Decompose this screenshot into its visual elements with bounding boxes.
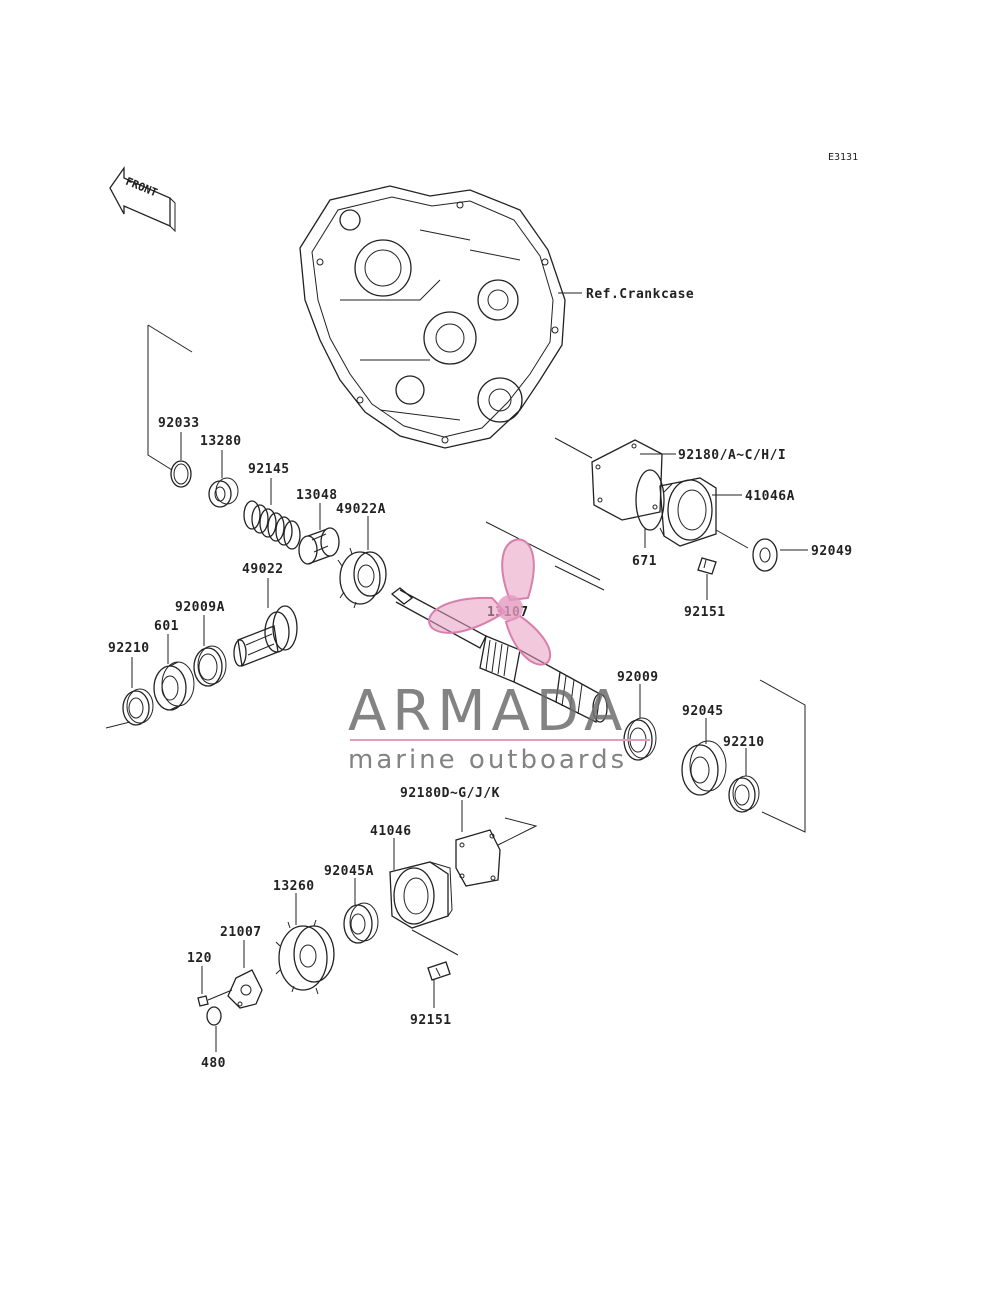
part-41046-housing[interactable] — [389, 861, 453, 929]
part-41046A-housing[interactable] — [659, 477, 717, 547]
part-92045A-bearing[interactable] — [343, 902, 379, 944]
label-92009A[interactable]: 92009A — [175, 600, 225, 615]
front-arrow-label: FRONT — [124, 175, 160, 200]
label-120[interactable]: 120 — [187, 951, 212, 966]
part-49022-gear[interactable] — [233, 605, 298, 667]
label-13280[interactable]: 13280 — [200, 434, 242, 449]
part-21007-bracket[interactable] — [227, 969, 263, 1009]
part-92180-gasket-upper[interactable] — [591, 439, 663, 521]
label-92045[interactable]: 92045 — [682, 704, 724, 719]
front-arrow-icon: FRONT — [109, 165, 176, 233]
label-92151-upper[interactable]: 92151 — [684, 605, 726, 620]
label-92033[interactable]: 92033 — [158, 416, 200, 431]
label-13260[interactable]: 13260 — [273, 879, 315, 894]
label-92210-right[interactable]: 92210 — [723, 735, 765, 750]
part-92049-washer[interactable] — [752, 538, 778, 572]
label-601[interactable]: 601 — [154, 619, 179, 634]
label-92145[interactable]: 92145 — [248, 462, 290, 477]
part-92033-ring[interactable] — [170, 460, 192, 488]
label-21007[interactable]: 21007 — [220, 925, 262, 940]
reference-label: Ref.Crankcase — [586, 287, 694, 302]
label-41046A[interactable]: 41046A — [745, 489, 795, 504]
label-49022A[interactable]: 49022A — [336, 502, 386, 517]
label-480[interactable]: 480 — [201, 1056, 226, 1071]
part-671-o-ring[interactable] — [635, 469, 665, 531]
watermark-tagline: marine outboards — [348, 745, 627, 775]
part-13260-gear[interactable] — [275, 919, 335, 995]
part-601-bearing[interactable] — [153, 661, 195, 711]
label-92180-lower[interactable]: 92180D~G/J/K — [400, 786, 500, 801]
watermark-logo: ARMADA marine outboards — [348, 538, 650, 775]
part-92180-gasket-lower[interactable] — [455, 829, 501, 887]
propeller-hub-icon — [497, 595, 523, 621]
propeller-icon — [428, 538, 551, 666]
crankcase-illustration — [299, 185, 566, 449]
label-41046[interactable]: 41046 — [370, 824, 412, 839]
part-120-screw[interactable] — [197, 989, 233, 1007]
label-671[interactable]: 671 — [632, 554, 657, 569]
part-13280-collar[interactable] — [208, 477, 239, 508]
part-480-ring[interactable] — [206, 1006, 222, 1026]
part-92210-right-seal[interactable] — [728, 775, 760, 813]
drawing-code: E3131 — [828, 152, 858, 163]
label-92045A[interactable]: 92045A — [324, 864, 374, 879]
label-92049[interactable]: 92049 — [811, 544, 853, 559]
label-92151-lower[interactable]: 92151 — [410, 1013, 452, 1028]
part-92045-bearing[interactable] — [681, 740, 727, 796]
watermark-brand: ARMADA — [348, 679, 628, 744]
part-92145-spring[interactable] — [243, 500, 301, 550]
label-92009[interactable]: 92009 — [617, 670, 659, 685]
part-92151-lower-bolt[interactable] — [427, 961, 451, 981]
part-92009A-seal[interactable] — [193, 645, 227, 687]
label-49022[interactable]: 49022 — [242, 562, 284, 577]
part-13048-sleeve[interactable] — [298, 527, 340, 565]
part-49022A-gear[interactable] — [337, 547, 387, 609]
label-92210-left[interactable]: 92210 — [108, 641, 150, 656]
part-92151-upper-bolt[interactable] — [697, 557, 717, 575]
label-92180-upper[interactable]: 92180/A~C/H/I — [678, 448, 786, 463]
part-92210-left-seal[interactable] — [122, 688, 154, 726]
label-13048[interactable]: 13048 — [296, 488, 338, 503]
